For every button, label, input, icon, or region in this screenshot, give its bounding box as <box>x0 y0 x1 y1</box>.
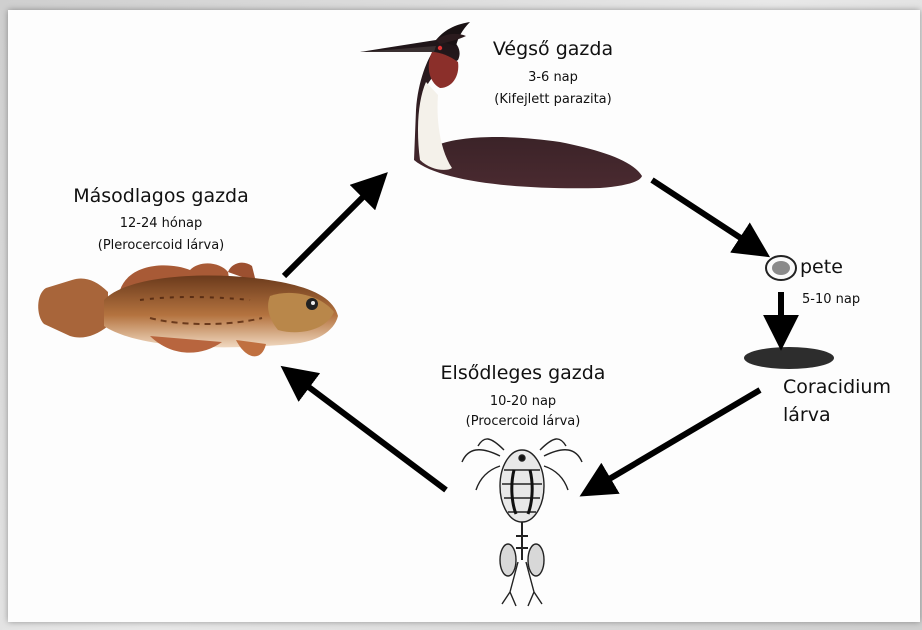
arrow-grebe-to-egg <box>652 180 756 248</box>
final-host-duration: 3-6 nap <box>463 68 643 88</box>
primary-host-title: Elsődleges gazda <box>413 362 633 384</box>
secondary-host-title: Másodlagos gazda <box>46 185 276 207</box>
arrow-fish-to-grebe <box>284 184 376 276</box>
coracidium-icon <box>744 347 834 369</box>
primary-host-duration: 10-20 nap <box>413 392 633 412</box>
primary-host-stage: (Procercoid lárva) <box>413 412 633 432</box>
secondary-host-duration: 12-24 hónap <box>46 214 276 234</box>
egg-duration: 5-10 nap <box>802 290 860 310</box>
final-host-title: Végső gazda <box>463 38 643 60</box>
coracidium-label-line1: Coracidium <box>783 376 891 398</box>
copepod-icon <box>462 439 582 606</box>
final-host-stage: (Kifejlett parazita) <box>463 90 643 110</box>
secondary-host-stage: (Plerocercoid lárva) <box>46 236 276 256</box>
coracidium-label-line2: lárva <box>783 404 831 426</box>
egg-icon <box>766 256 796 280</box>
goby-fish-icon <box>38 263 338 357</box>
egg-label: pete <box>800 256 843 278</box>
